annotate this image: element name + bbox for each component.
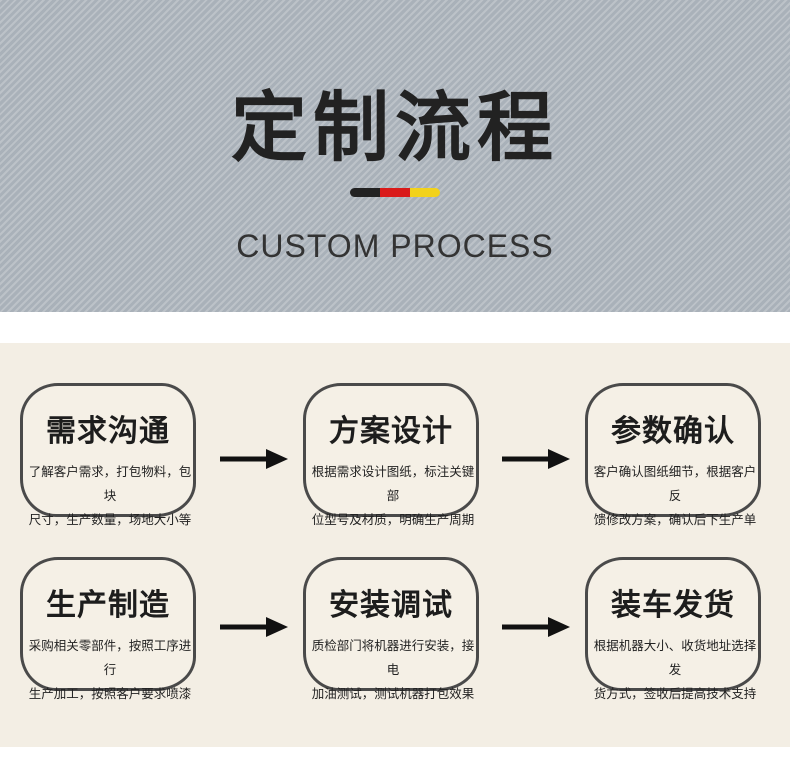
step-title: 方案设计 xyxy=(329,414,453,449)
step-desc-line: 根据机器大小、收货地址选择发 xyxy=(593,638,757,677)
step-description: 根据需求设计图纸，标注关键部 位型号及材质，明确生产周期 xyxy=(308,460,478,532)
step-description: 质检部门将机器进行安装，接电 加油测试，测试机器打包效果 xyxy=(308,634,478,706)
step-card-6: 装车发货 根据机器大小、收货地址选择发 货方式，签收后提高技术支持 xyxy=(585,557,761,701)
step-description: 客户确认图纸细节，根据客户反 馈修改方案，确认后下生产单 xyxy=(590,460,760,532)
header-banner: 定制流程 CUSTOM PROCESS xyxy=(0,0,790,312)
step-card-4: 生产制造 采购相关零部件，按照工序进行 生产加工，按照客户要求喷漆 xyxy=(20,557,196,701)
step-card-5: 安装调试 质检部门将机器进行安装，接电 加油测试，测试机器打包效果 xyxy=(303,557,479,701)
right-arrow-icon xyxy=(220,617,288,637)
right-arrow-icon xyxy=(220,449,288,469)
right-arrow-icon xyxy=(502,449,570,469)
page-subtitle: CUSTOM PROCESS xyxy=(236,228,554,264)
step-card-3: 参数确认 客户确认图纸细节，根据客户反 馈修改方案，确认后下生产单 xyxy=(585,383,761,527)
step-title: 装车发货 xyxy=(611,588,735,623)
step-description: 根据机器大小、收货地址选择发 货方式，签收后提高技术支持 xyxy=(590,634,760,706)
step-card-1: 需求沟通 了解客户需求，打包物料，包块 尺寸，生产数量，场地大小等 xyxy=(20,383,196,527)
right-arrow-icon xyxy=(502,617,570,637)
flag-stripe-red xyxy=(380,188,410,197)
step-title: 安装调试 xyxy=(329,588,453,623)
flag-divider xyxy=(350,188,440,197)
flag-stripe-black xyxy=(350,188,380,197)
step-desc-line: 质检部门将机器进行安装，接电 xyxy=(311,638,475,677)
step-desc-line: 尺寸，生产数量，场地大小等 xyxy=(28,512,192,527)
step-desc-line: 根据需求设计图纸，标注关键部 xyxy=(311,464,475,503)
step-title: 需求沟通 xyxy=(46,414,170,449)
step-description: 采购相关零部件，按照工序进行 生产加工，按照客户要求喷漆 xyxy=(25,634,195,706)
step-desc-line: 加油测试，测试机器打包效果 xyxy=(311,686,475,701)
step-desc-line: 了解客户需求，打包物料，包块 xyxy=(28,464,192,503)
page-title: 定制流程 xyxy=(231,83,559,172)
step-desc-line: 采购相关零部件，按照工序进行 xyxy=(28,638,192,677)
step-desc-line: 客户确认图纸细节，根据客户反 xyxy=(593,464,757,503)
step-title: 生产制造 xyxy=(46,588,170,623)
step-description: 了解客户需求，打包物料，包块 尺寸，生产数量，场地大小等 xyxy=(25,460,195,532)
step-card-2: 方案设计 根据需求设计图纸，标注关键部 位型号及材质，明确生产周期 xyxy=(303,383,479,527)
process-panel: 需求沟通 了解客户需求，打包物料，包块 尺寸，生产数量，场地大小等 方案设计 根… xyxy=(0,343,790,747)
step-desc-line: 生产加工，按照客户要求喷漆 xyxy=(28,686,192,701)
step-title: 参数确认 xyxy=(611,414,735,449)
step-desc-line: 位型号及材质，明确生产周期 xyxy=(311,512,475,527)
flag-stripe-yellow xyxy=(410,188,440,197)
step-desc-line: 馈修改方案，确认后下生产单 xyxy=(593,512,757,527)
step-desc-line: 货方式，签收后提高技术支持 xyxy=(593,686,757,701)
